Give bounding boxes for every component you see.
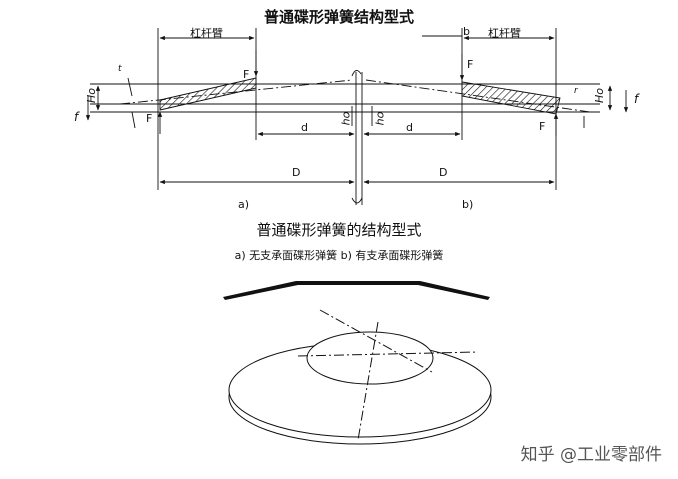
left-spring-section — [159, 77, 257, 111]
spring-isometric — [228, 309, 492, 445]
right-dashdot-line — [365, 79, 591, 113]
left-D-label: D — [292, 166, 301, 179]
right-ho-label: ho — [373, 111, 387, 126]
diagram-title: 普通碟形弹簧结构型式 — [263, 8, 414, 26]
right-F-bottom-label: F — [539, 120, 546, 133]
right-r-label: r — [574, 86, 578, 96]
left-d-label: d — [301, 121, 308, 134]
fig-a-label: a) — [238, 198, 250, 211]
right-spring-section — [461, 81, 561, 115]
left-Ho-label: Ho — [85, 87, 99, 104]
spring-side-profile — [223, 281, 490, 300]
left-f-label: f — [74, 110, 79, 124]
left-ho-label: ho — [339, 111, 353, 126]
fig-b-label: b) — [462, 198, 474, 211]
right-f-label: f — [634, 92, 639, 106]
right-D-label: D — [439, 166, 448, 179]
right-Ho-label: Ho — [593, 87, 607, 104]
figure-subcaption: a) 无支承面碟形弹簧 b) 有支承面碟形弹簧 — [234, 249, 444, 262]
left-t-label: t — [118, 64, 122, 74]
left-F-bottom-label: F — [146, 112, 153, 125]
right-F-top-label: F — [467, 58, 474, 71]
left-F-top-label: F — [243, 68, 250, 81]
b-label: b — [463, 25, 470, 38]
left-dashdot-line — [119, 79, 353, 105]
right-lever-arm-label: 杠杆臂 — [488, 27, 521, 40]
figure-caption: 普通碟形弹簧的结构型式 — [256, 221, 422, 239]
right-d-label: d — [406, 121, 413, 134]
left-lever-arm-label: 杠杆臂 — [190, 27, 223, 40]
watermark: 知乎 @工业零部件 — [520, 445, 662, 465]
